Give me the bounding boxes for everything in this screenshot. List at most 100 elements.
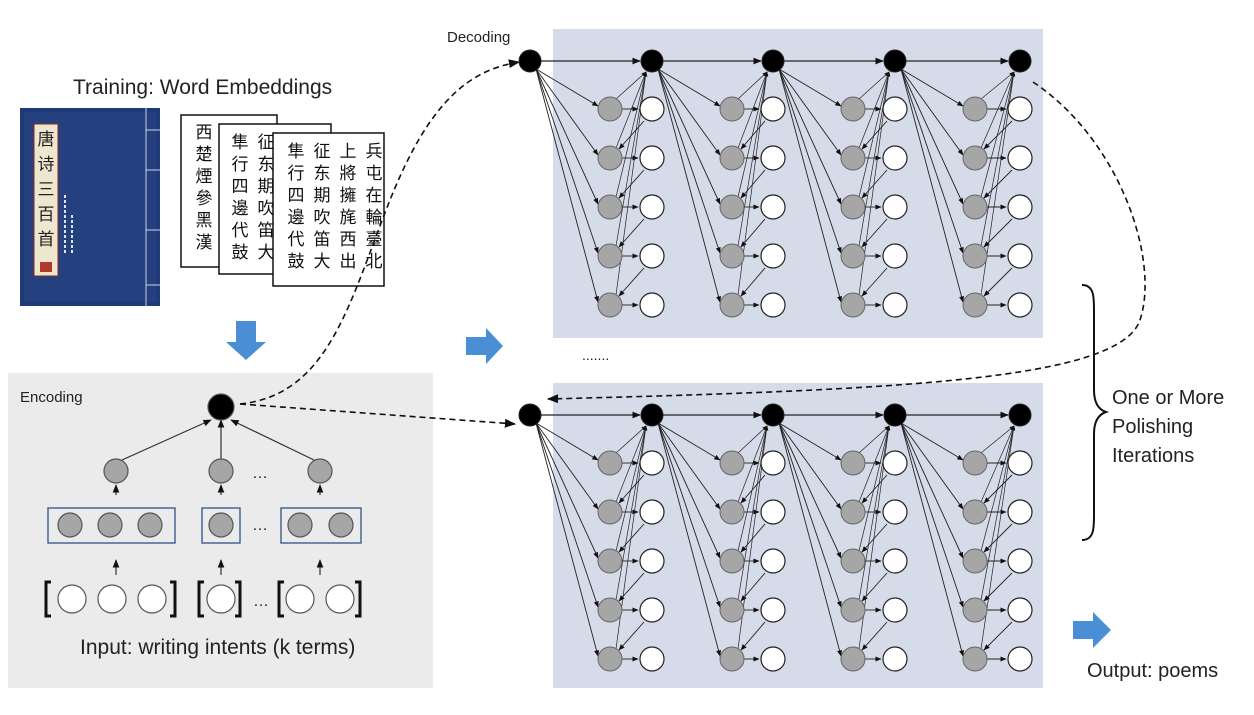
decoding-label: Decoding bbox=[447, 29, 511, 46]
decoder-output-node bbox=[639, 597, 665, 623]
decoder-hidden-node bbox=[840, 597, 866, 623]
decoder-state-update-arrow bbox=[615, 425, 647, 552]
decoder-hidden-node bbox=[719, 450, 745, 476]
decoder-output-node bbox=[882, 646, 908, 672]
calligraphy-char: 上 bbox=[340, 142, 357, 162]
decoder-state-update-arrow bbox=[737, 71, 769, 247]
calligraphy-char: 邊 bbox=[232, 199, 249, 219]
decoder-fanout-arrow bbox=[657, 68, 721, 254]
calligraphy-char: 四 bbox=[232, 177, 249, 197]
decoder-state-update-arrow bbox=[737, 71, 768, 149]
decoder-hidden-node bbox=[840, 194, 866, 220]
calligraphy-char: 輪 bbox=[366, 208, 383, 228]
decoder-hidden-node bbox=[962, 450, 988, 476]
decoder-output-node bbox=[882, 548, 908, 574]
decoder-feedback-arrow bbox=[861, 523, 888, 553]
decoder-feedback-arrow bbox=[618, 120, 645, 150]
encoder-group-node bbox=[103, 458, 129, 484]
decoder-fanout-arrow bbox=[900, 68, 964, 156]
decoder-feedback-arrow bbox=[861, 267, 888, 297]
decoder-fanout-arrow bbox=[535, 68, 599, 107]
calligraphy-char: 期 bbox=[258, 177, 275, 197]
calligraphy-char: 北 bbox=[366, 252, 383, 272]
embedding-node bbox=[287, 512, 313, 538]
calligraphy-char: 漢 bbox=[196, 233, 213, 253]
encoding-label: Encoding bbox=[20, 389, 83, 406]
decoder-output-node bbox=[639, 243, 665, 269]
decoder-state-node bbox=[518, 49, 542, 73]
calligraphy-char: 將 bbox=[340, 164, 357, 184]
decoder-feedback-arrow bbox=[740, 621, 766, 651]
input-bracket-right bbox=[170, 580, 177, 618]
embedding-node bbox=[328, 512, 354, 538]
calligraphy-char: 隼 bbox=[232, 133, 249, 153]
decoder-hidden-node bbox=[719, 292, 745, 318]
decoder-fanout-arrow bbox=[900, 68, 964, 107]
decoder-feedback-arrow bbox=[740, 474, 766, 504]
decoder-output-node bbox=[882, 145, 908, 171]
decoder-network-top bbox=[518, 49, 1033, 318]
calligraphy-char: 黑 bbox=[196, 211, 213, 231]
decoder-feedback-arrow bbox=[740, 267, 766, 297]
embedding-box bbox=[47, 507, 176, 544]
decoder-fanout-arrow bbox=[657, 422, 721, 510]
decoder-feedback-arrow bbox=[618, 267, 645, 297]
encoder-group-node bbox=[208, 458, 234, 484]
decoder-fanout-arrow bbox=[657, 68, 721, 156]
decoder-state-update-arrow bbox=[858, 425, 890, 454]
calligraphy-char: 西 bbox=[340, 230, 357, 250]
embedding-node bbox=[57, 512, 83, 538]
decoder-fanout-arrow bbox=[657, 68, 721, 205]
decoder-fanout-arrow bbox=[778, 68, 842, 254]
calligraphy-char: 四 bbox=[288, 186, 305, 206]
decoder-output-node bbox=[639, 292, 665, 318]
decoder-hidden-node bbox=[719, 499, 745, 525]
decoder-state-update-arrow bbox=[980, 425, 1015, 454]
book-title-char: 唐 bbox=[38, 129, 55, 150]
decoder-state-node bbox=[761, 403, 785, 427]
decoder-feedback-arrow bbox=[618, 474, 645, 504]
output-caption: Output: poems bbox=[1087, 660, 1219, 682]
decoder-hidden-node bbox=[597, 646, 623, 672]
decoder-output-node bbox=[639, 450, 665, 476]
decoder-hidden-node bbox=[962, 145, 988, 171]
encoder-merge-arrow bbox=[230, 419, 315, 461]
decoder-fanout-arrow bbox=[535, 422, 599, 608]
embedding-box bbox=[280, 507, 362, 544]
decoder-output-node bbox=[760, 548, 786, 574]
decoder-output-node bbox=[1007, 646, 1033, 672]
poetry-book-image: 唐诗三百首 bbox=[20, 108, 160, 306]
decoder-state-node bbox=[883, 49, 907, 73]
calligraphy-char: 在 bbox=[366, 186, 383, 206]
decoder-hidden-node bbox=[962, 292, 988, 318]
decoder-hidden-node bbox=[719, 145, 745, 171]
decoder-fanout-arrow bbox=[657, 422, 721, 559]
decoder-state-update-arrow bbox=[858, 71, 890, 149]
decoder-state-node bbox=[518, 403, 542, 427]
encoder-merge-arrow bbox=[121, 419, 212, 461]
input-term-node bbox=[206, 584, 236, 614]
decoder-state-update-arrow bbox=[737, 425, 768, 503]
decoder-output-node bbox=[760, 194, 786, 220]
decoder-fanout-arrow bbox=[657, 422, 721, 608]
input-bracket-right bbox=[355, 580, 362, 618]
decoder-output-node bbox=[1007, 292, 1033, 318]
decoder-hidden-node bbox=[962, 96, 988, 122]
calligraphy-char: 出 bbox=[340, 252, 357, 272]
decoder-feedback-arrow bbox=[740, 523, 766, 553]
encoder-to-decoder-top-arrow bbox=[239, 59, 521, 405]
decoder-hidden-node bbox=[962, 646, 988, 672]
decoder-hidden-node bbox=[719, 597, 745, 623]
input-term-node bbox=[325, 584, 355, 614]
decoder-hidden-node bbox=[840, 96, 866, 122]
polishing-label: One or More Polishing Iterations bbox=[1112, 384, 1224, 471]
decoder-state-update-arrow bbox=[980, 71, 1015, 100]
calligraphy-char: 煙 bbox=[196, 167, 213, 187]
decoder-feedback-arrow bbox=[983, 474, 1013, 504]
decoder-fanout-arrow bbox=[535, 422, 599, 461]
decoder-fanout-arrow bbox=[535, 68, 599, 303]
decoder-fanout-arrow bbox=[778, 422, 842, 559]
decoder-state-update-arrow bbox=[615, 425, 647, 454]
decoder-fanout-arrow bbox=[778, 68, 842, 107]
decoder-fanout-arrow bbox=[778, 422, 842, 510]
